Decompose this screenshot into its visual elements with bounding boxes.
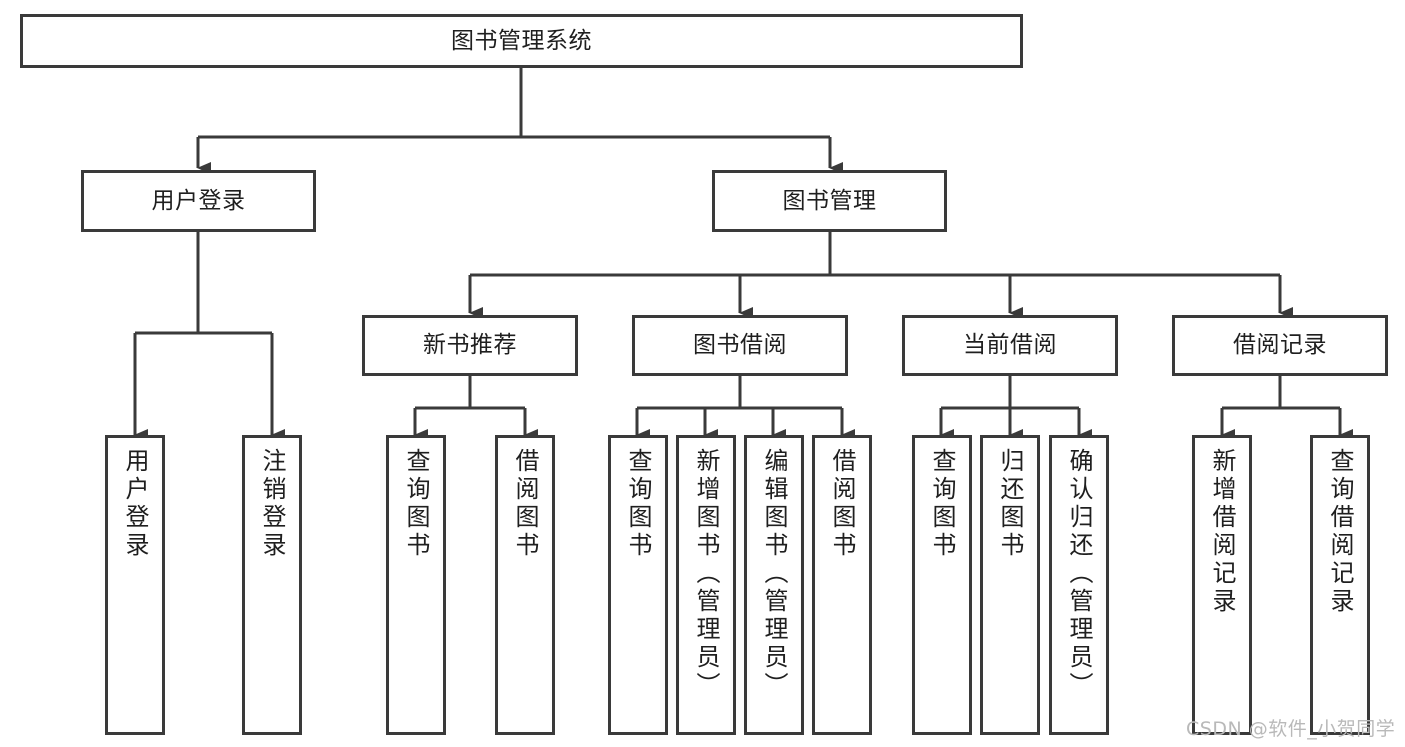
node-leaf-query-borrow-record[interactable]: 查询借阅记录: [1310, 435, 1370, 735]
node-label: 图书管理系统: [451, 27, 592, 54]
node-label: 借阅图书: [828, 448, 856, 560]
node-label: 编辑图书（管理员）: [760, 448, 788, 700]
node-leaf-query-book-borrow[interactable]: 查询图书: [608, 435, 668, 735]
node-leaf-borrow-book-recommend[interactable]: 借阅图书: [495, 435, 555, 735]
node-group-new-book-recommend[interactable]: 新书推荐: [362, 315, 578, 376]
node-label: 查询图书: [928, 448, 956, 560]
node-root-system[interactable]: 图书管理系统: [20, 14, 1023, 68]
node-label: 图书管理: [782, 187, 877, 214]
node-label: 图书借阅: [693, 332, 787, 359]
node-leaf-query-book-current[interactable]: 查询图书: [912, 435, 972, 735]
node-label: 新书推荐: [423, 332, 517, 359]
node-label: 当前借阅: [963, 332, 1057, 359]
node-leaf-edit-book-admin[interactable]: 编辑图书（管理员）: [744, 435, 804, 735]
node-label: 查询图书: [624, 448, 652, 560]
node-label: 借阅记录: [1233, 332, 1327, 359]
node-leaf-user-login[interactable]: 用户登录: [105, 435, 165, 735]
node-label: 注销登录: [258, 448, 286, 560]
node-group-current-borrow[interactable]: 当前借阅: [902, 315, 1118, 376]
node-group-book-borrow[interactable]: 图书借阅: [632, 315, 848, 376]
node-label: 归还图书: [996, 448, 1024, 560]
node-leaf-confirm-return-admin[interactable]: 确认归还（管理员）: [1049, 435, 1109, 735]
node-branch-user-login[interactable]: 用户登录: [81, 170, 316, 232]
node-leaf-return-book[interactable]: 归还图书: [980, 435, 1040, 735]
node-leaf-add-borrow-record[interactable]: 新增借阅记录: [1192, 435, 1252, 735]
node-leaf-logout[interactable]: 注销登录: [242, 435, 302, 735]
node-label: 用户登录: [121, 448, 149, 560]
node-label: 用户登录: [151, 187, 246, 214]
node-label: 新增借阅记录: [1208, 448, 1236, 616]
node-label: 查询图书: [402, 448, 430, 560]
node-label: 确认归还（管理员）: [1065, 448, 1093, 700]
node-group-borrow-record[interactable]: 借阅记录: [1172, 315, 1388, 376]
node-leaf-borrow-book[interactable]: 借阅图书: [812, 435, 872, 735]
node-leaf-add-book-admin[interactable]: 新增图书（管理员）: [676, 435, 736, 735]
node-label: 借阅图书: [511, 448, 539, 560]
node-branch-book-management[interactable]: 图书管理: [712, 170, 947, 232]
node-leaf-query-book-recommend[interactable]: 查询图书: [386, 435, 446, 735]
node-label: 查询借阅记录: [1326, 448, 1354, 616]
node-label: 新增图书（管理员）: [692, 448, 720, 700]
